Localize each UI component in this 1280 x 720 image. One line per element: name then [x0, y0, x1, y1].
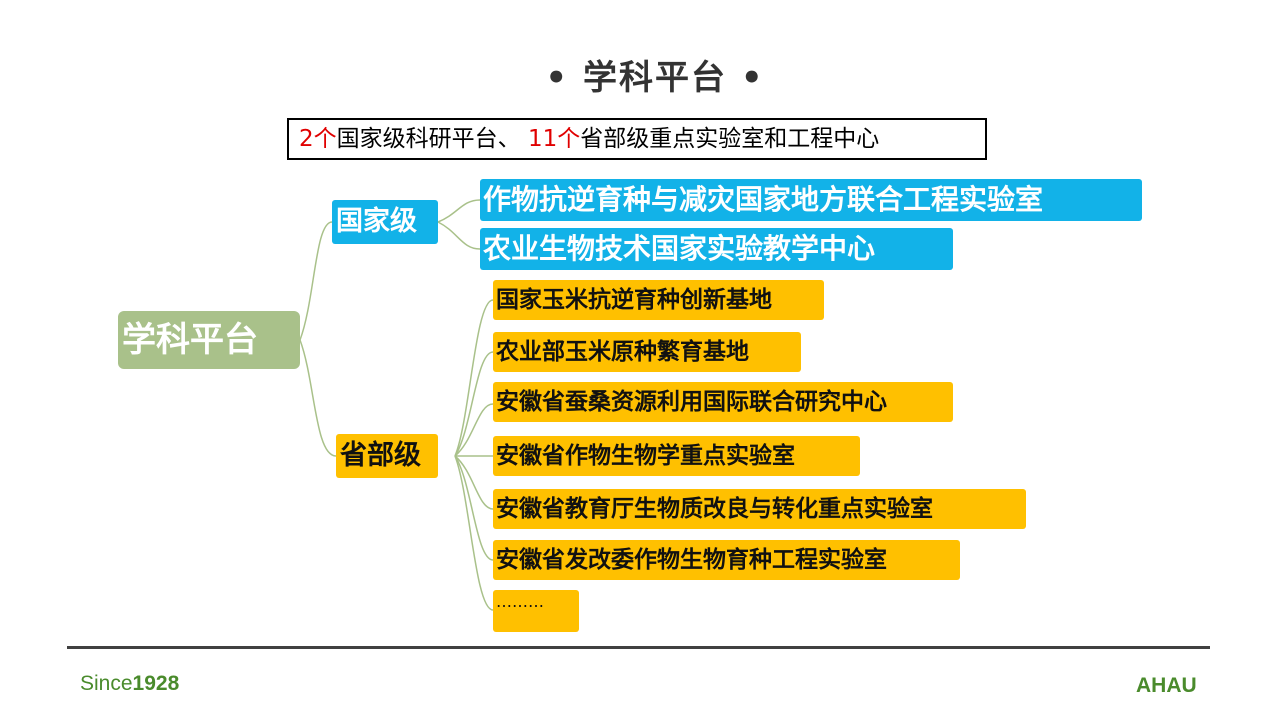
summary-text-national: 国家级科研平台、 [336, 126, 528, 152]
connector-provincial-3 [454, 403, 494, 457]
summary-box: 2个国家级科研平台、 11个省部级重点实验室和工程中心 [287, 118, 987, 160]
footer-brand: AHAU [1136, 674, 1197, 697]
connector-root-national [299, 221, 333, 341]
provincial-item: 安徽省蚕桑资源利用国际联合研究中心 [493, 382, 953, 422]
connector-provincial-5 [454, 455, 494, 510]
footer-since-text: Since [80, 672, 133, 695]
footer-since-year: 1928 [132, 672, 180, 695]
connector-root-provincial [299, 339, 337, 457]
provincial-item: 安徽省教育厅生物质改良与转化重点实验室 [493, 489, 1026, 529]
national-node: 国家级 [332, 200, 438, 244]
footer-divider [67, 646, 1210, 649]
provincial-node: 省部级 [336, 434, 438, 478]
connector-provincial-6 [454, 455, 494, 561]
connector-provincial-1 [454, 299, 494, 457]
connector-provincial-7 [454, 455, 494, 611]
national-item: 作物抗逆育种与减灾国家地方联合工程实验室 [480, 179, 1142, 221]
page-title: • 学科平台 • [545, 58, 765, 98]
summary-count-national: 2个 [299, 126, 337, 152]
connector-national-2 [437, 221, 481, 250]
national-item: 农业生物技术国家实验教学中心 [480, 228, 953, 270]
provincial-item: 农业部玉米原种繁育基地 [493, 332, 801, 372]
connector-national-1 [437, 199, 481, 223]
provincial-item: 安徽省作物生物学重点实验室 [493, 436, 860, 476]
provincial-item: 国家玉米抗逆育种创新基地 [493, 280, 824, 320]
summary-count-provincial: 11个 [527, 126, 581, 152]
footer-since: Since1928 [80, 672, 179, 696]
connector-provincial-2 [454, 351, 494, 457]
root-node: 学科平台 [118, 311, 300, 369]
provincial-item-ellipsis: ……… [493, 590, 579, 632]
provincial-item: 安徽省发改委作物生物育种工程实验室 [493, 540, 960, 580]
summary-text-provincial: 省部级重点实验室和工程中心 [580, 126, 880, 152]
